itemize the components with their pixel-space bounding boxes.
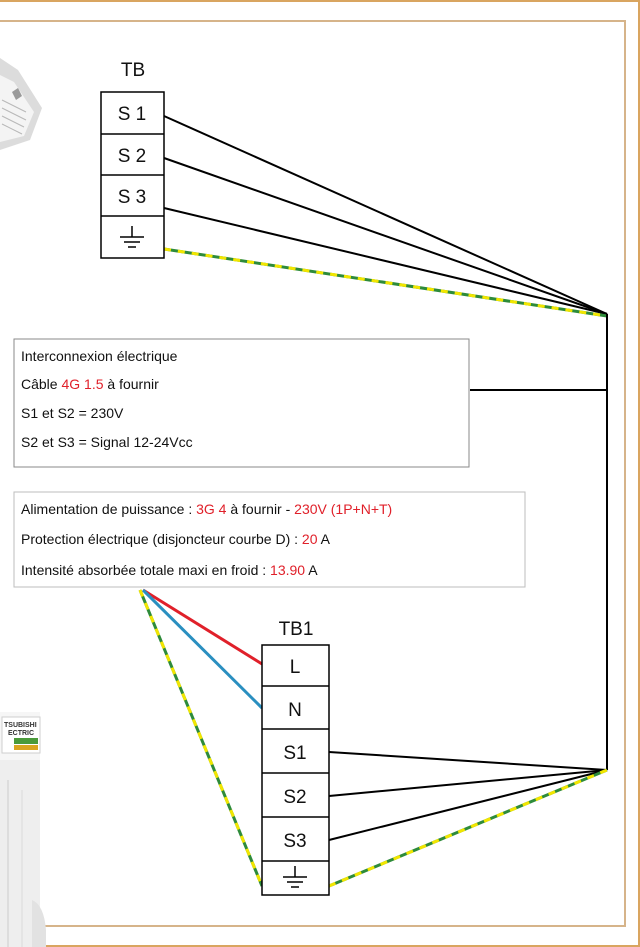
- indoor-cassette-unit-image: [0, 58, 42, 150]
- wire-tb-s2: [163, 157, 608, 315]
- tb1-terminal-s1: S1: [283, 743, 306, 764]
- wire-tb-earth: [163, 247, 608, 318]
- wire-tb-s3: [163, 207, 608, 315]
- diagram-frame: [0, 20, 626, 927]
- tb1-terminal-n: N: [288, 700, 302, 721]
- protection-value: 20: [302, 531, 318, 547]
- wire-power-neutral: [141, 588, 264, 710]
- tb-terminal-s3: S 3: [118, 187, 147, 208]
- interconnection-heading: Interconnexion électrique: [21, 348, 178, 364]
- wire-power-earth: [138, 589, 264, 887]
- wire-tb-s1: [163, 115, 608, 315]
- wire-tb1-s3: [328, 769, 608, 841]
- power-supply-note: Alimentation de puissance : 3G 4 à fourn…: [13, 491, 526, 588]
- interconnection-note: Interconnexion électrique Câble 4G 1.5 à…: [13, 338, 470, 468]
- tb-terminal-s1: S 1: [118, 104, 147, 125]
- tb-title: TB: [121, 60, 145, 81]
- power-line2: Protection électrique (disjoncteur courb…: [21, 531, 331, 547]
- power-voltage-value: 230V (1P+N+T): [294, 501, 392, 517]
- tb1-terminal-s2: S2: [283, 787, 306, 808]
- interconnection-line3: S1 et S2 = 230V: [21, 405, 124, 421]
- tb1-terminal-l: L: [290, 657, 301, 678]
- tb-to-junction-wires: [163, 115, 608, 315]
- interconnection-line4: S2 et S3 = Signal 12-24Vcc: [21, 434, 193, 450]
- outdoor-brand-line2: ECTRIC: [8, 730, 34, 737]
- interconnection-cable-value: 4G 1.5: [61, 376, 103, 392]
- wire-tb1-earth: [328, 768, 608, 888]
- current-value: 13.90: [270, 562, 305, 578]
- earth-ground-icon: [283, 866, 307, 888]
- power-line3: Intensité absorbée totale maxi en froid …: [21, 562, 318, 578]
- outdoor-unit-image: TSUBISHI ECTRIC: [0, 712, 46, 947]
- wire-tb1-s1: [328, 751, 608, 771]
- earth-ground-icon: [120, 226, 144, 248]
- power-cable-value: 3G 4: [196, 501, 227, 517]
- terminal-block-tb1: TB1 L N S1 S2 S3: [261, 619, 330, 896]
- tb-terminal-s2: S 2: [118, 146, 147, 167]
- wire-power-live: [142, 588, 263, 666]
- wire-tb1-s2: [328, 769, 608, 797]
- interconnection-cable-line: Câble 4G 1.5 à fournir: [21, 376, 159, 392]
- outdoor-brand-line1: TSUBISHI: [4, 722, 37, 729]
- power-line1: Alimentation de puissance : 3G 4 à fourn…: [21, 501, 392, 517]
- terminal-block-tb: TB S 1 S 2 S 3: [100, 60, 165, 259]
- tb1-terminal-s3: S3: [283, 831, 306, 852]
- tb1-title: TB1: [279, 619, 314, 640]
- junction-to-tb1-wires: [328, 751, 608, 841]
